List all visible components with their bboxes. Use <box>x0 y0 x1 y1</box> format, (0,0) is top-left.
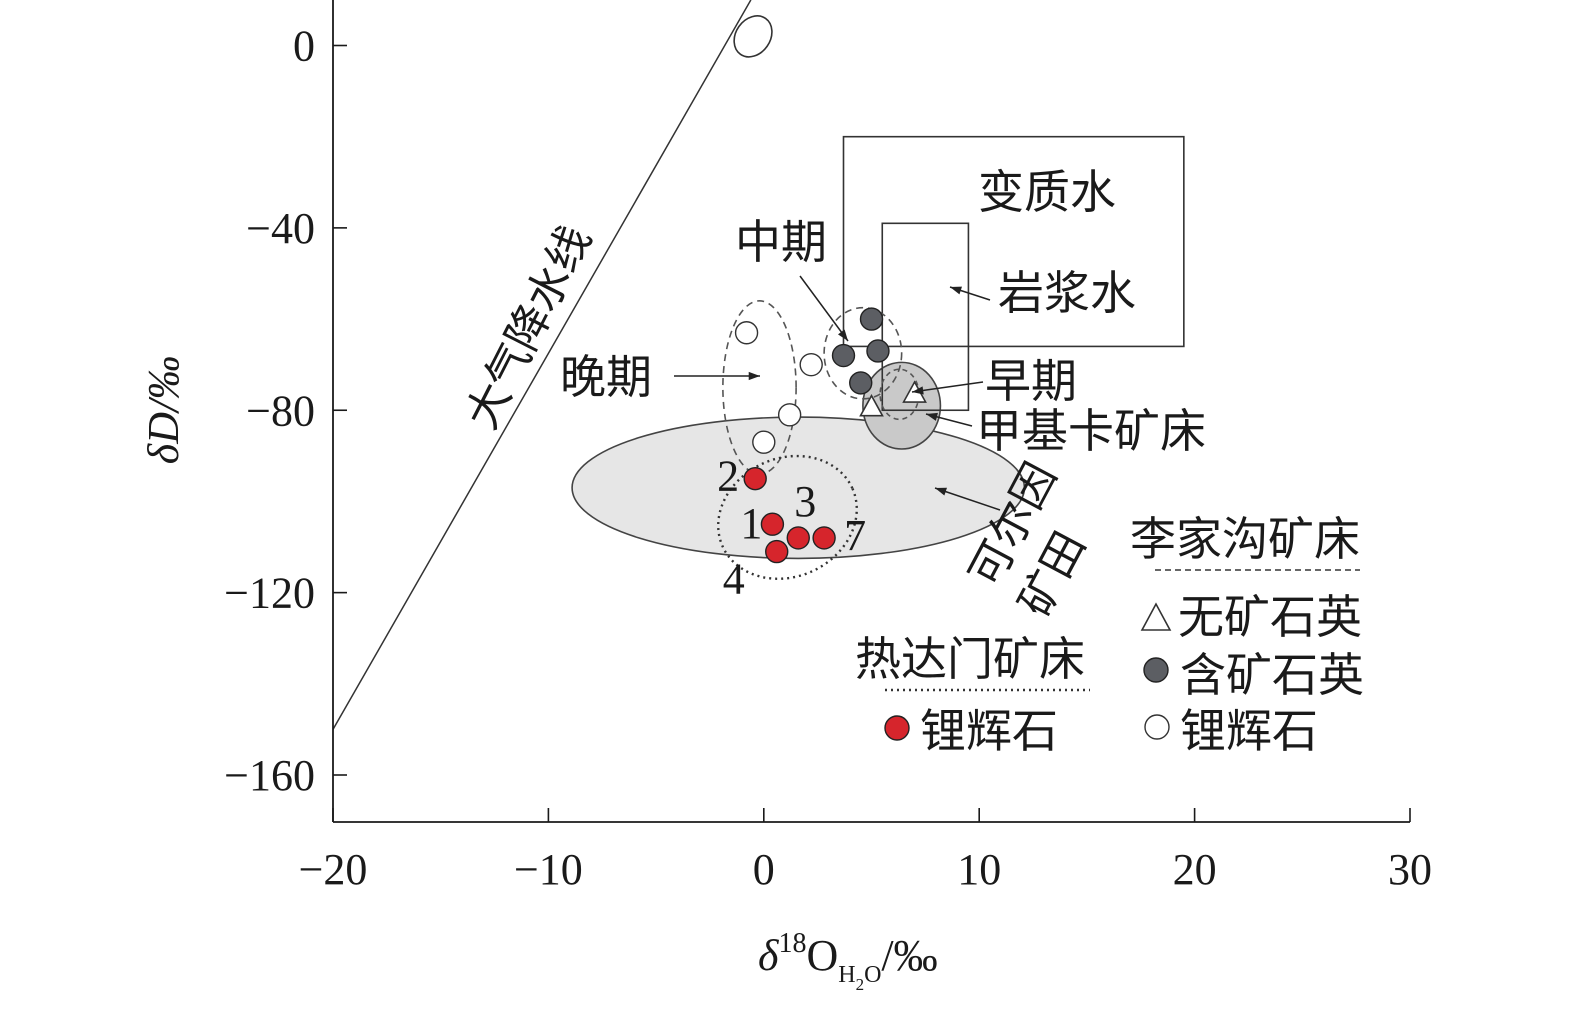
legend-open-marker <box>1144 714 1170 740</box>
arrow-early <box>911 381 984 393</box>
legend-grey-marker <box>1143 657 1169 683</box>
arrow-early-head <box>912 386 924 395</box>
metamorphic-water-box <box>842 135 1185 348</box>
point-label-4: 4 <box>723 555 745 604</box>
arrow-middle-head <box>837 329 848 341</box>
red-circle-marker <box>786 526 810 550</box>
legend-title-redamen: 热达门矿床 <box>855 634 1085 685</box>
red-circle-marker <box>812 526 836 550</box>
y-tick-label: −160 <box>224 751 315 800</box>
x-tick-label: 10 <box>957 845 1001 894</box>
red-circle-marker <box>743 466 767 491</box>
legend-title-lijiagou: 李家沟矿床 <box>1130 514 1360 565</box>
open-circle-marker <box>799 352 823 377</box>
early-stage-label: 早期 <box>985 356 1077 407</box>
legend-triangle-marker <box>1140 602 1172 631</box>
late-stage-label: 晚期 <box>560 352 652 403</box>
open-circle-marker <box>734 321 759 345</box>
middle-stage-ellipse <box>823 306 903 400</box>
arrow-keeryin <box>934 487 1001 511</box>
arrow-jiajika-head <box>926 412 938 421</box>
grey-circle-marker <box>831 343 856 368</box>
point-label-1: 1 <box>740 499 762 548</box>
magmatic-water-label: 岩浆水 <box>998 268 1136 319</box>
arrow-late-head <box>748 371 760 381</box>
legend-label-spodumene-lijiagou: 锂辉石 <box>1180 706 1318 757</box>
x-tick-label: 30 <box>1388 845 1432 894</box>
triangle-marker <box>859 394 884 417</box>
x-label-sub-h: H <box>838 962 855 988</box>
red-circle-marker <box>765 539 789 564</box>
x-label-delta: δ <box>758 931 780 980</box>
top-ellipse <box>733 15 773 58</box>
jiajika-label: 甲基卡矿床 <box>976 406 1206 457</box>
x-label-unit: /‰ <box>881 931 937 980</box>
y-tick-label: −120 <box>224 569 315 618</box>
open-circle-marker <box>777 403 802 427</box>
grey-circle-marker <box>849 371 873 395</box>
y-axis-label: δD/‰ <box>139 356 188 464</box>
open-circle-marker <box>752 430 776 454</box>
red-circle-marker <box>760 512 785 536</box>
legend-label-barren-quartz: 无矿石英 <box>1178 592 1362 643</box>
x-axis-label: δ18OH2O/‰ <box>758 928 938 994</box>
metamorphic-water-label: 变质水 <box>978 167 1116 218</box>
x-label-o: O <box>806 931 838 980</box>
arrow-middle <box>799 275 849 342</box>
x-tick-label: −20 <box>299 845 368 894</box>
grey-circle-marker <box>866 339 890 363</box>
point-label-3: 3 <box>794 477 816 526</box>
x-label-sup: 18 <box>778 928 806 959</box>
arrow-magmatic-head <box>950 286 962 295</box>
meteoric-line <box>332 0 752 730</box>
y-tick-label: −80 <box>246 386 315 435</box>
x-tick-label: 0 <box>753 845 775 894</box>
grey-circle-marker <box>859 307 884 331</box>
point-label-2: 2 <box>717 452 739 501</box>
y-tick-label: 0 <box>293 22 315 71</box>
x-label-sub-o: O <box>864 962 881 988</box>
x-tick-label: −10 <box>514 845 583 894</box>
meteoric-water-line <box>332 0 752 730</box>
meteoric-line-label: 大气降水线 <box>457 218 601 436</box>
y-tick-label: −40 <box>246 204 315 253</box>
x-tick-label: 20 <box>1173 845 1217 894</box>
data-markers <box>734 307 927 564</box>
legend-label-ore-quartz: 含矿石英 <box>1180 650 1364 701</box>
legend-label-spodumene-redamen: 锂辉石 <box>920 706 1058 757</box>
point-label-7: 7 <box>844 511 866 560</box>
middle-stage-label: 中期 <box>735 217 827 268</box>
x-label-sub-2: 2 <box>856 975 865 994</box>
redamen-ellipse <box>717 454 858 580</box>
legend-red-marker <box>884 715 910 741</box>
arrow-keeryin-head <box>935 487 947 496</box>
